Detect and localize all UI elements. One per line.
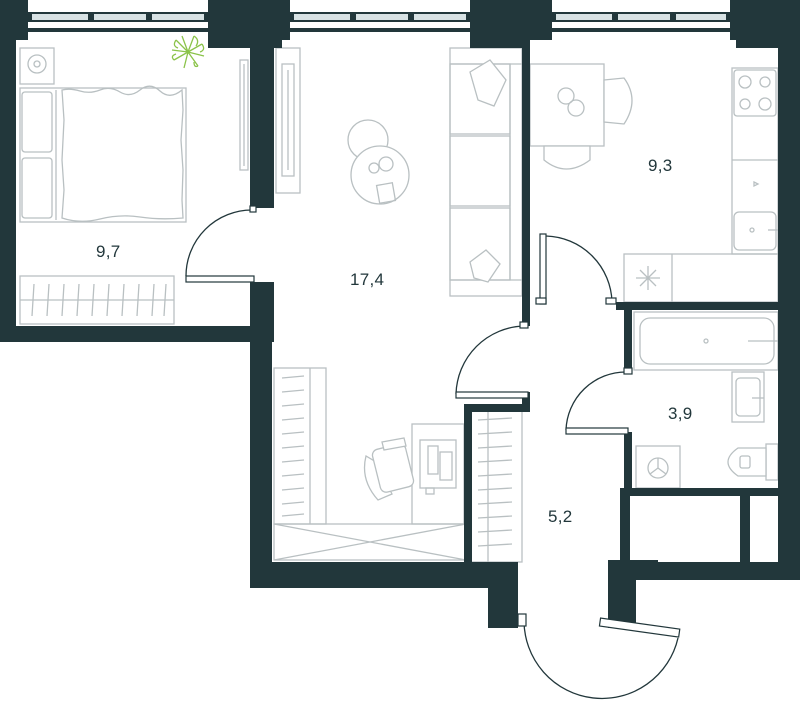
- fridge: [623, 253, 779, 303]
- bathtub: [633, 311, 779, 371]
- bedroom-door: [185, 205, 257, 283]
- kitchen-door: [535, 233, 617, 305]
- doors: [185, 205, 681, 700]
- sofa: [449, 47, 523, 297]
- living-wardrobe: [273, 367, 327, 525]
- room-area-bedroom: 9,7: [96, 242, 121, 261]
- hallway-wardrobe: [469, 409, 523, 563]
- bedroom-wardrobe: [19, 275, 175, 325]
- wall-mirror: [239, 59, 249, 171]
- tv-shelf: [275, 47, 301, 194]
- desk: [411, 423, 465, 525]
- entrance-door: [517, 613, 681, 700]
- coffee-table: [347, 119, 410, 205]
- room-area-living: 17,4: [350, 270, 385, 289]
- office-chair: [363, 437, 415, 501]
- bathroom-door: [565, 367, 633, 435]
- furniture-layer: [19, 35, 779, 603]
- room-area-bathroom: 3,9: [668, 404, 693, 423]
- windows: [28, 12, 730, 22]
- plant-icon: [171, 35, 205, 69]
- walls: [0, 0, 800, 628]
- storage-box: [273, 523, 467, 561]
- room-area-kitchen: 9,3: [648, 156, 673, 175]
- nightstand: [19, 47, 55, 85]
- room-area-hallway: 5,2: [548, 507, 573, 526]
- toilet: [727, 443, 779, 481]
- bed: [19, 85, 187, 223]
- kitchen-counter: [731, 67, 779, 255]
- living-door: [455, 321, 529, 399]
- washing-machine: [635, 445, 681, 489]
- dining-table: [529, 63, 633, 170]
- bathroom-sink: [731, 371, 765, 423]
